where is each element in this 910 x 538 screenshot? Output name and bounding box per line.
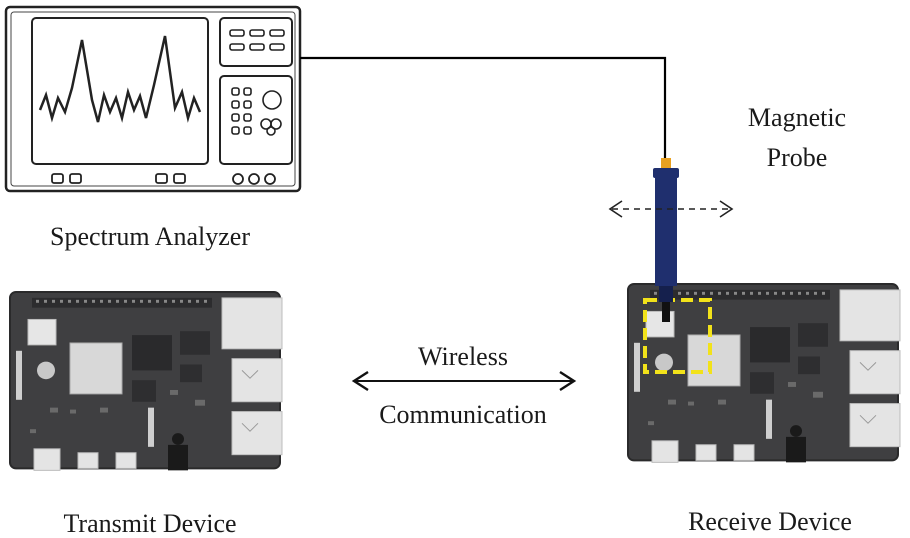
- probe-label-line2: Probe: [767, 143, 828, 172]
- transmit-board-icon: [9, 291, 283, 472]
- wireless-label-line1: Wireless: [418, 342, 508, 371]
- probe-move-arrow: [608, 200, 734, 218]
- transmit-label: Transmit Device: [63, 509, 236, 538]
- magnetic-probe-icon: [653, 158, 679, 322]
- wireless-label-line2: Communication: [379, 400, 547, 429]
- analyzer-label: Spectrum Analyzer: [50, 222, 250, 251]
- spectrum-analyzer-icon: [4, 5, 302, 193]
- receive-label: Receive Device: [688, 507, 852, 536]
- probed-region-highlight: [643, 298, 712, 374]
- wireless-arrow: [351, 370, 577, 392]
- probe-cable: [300, 56, 667, 162]
- probe-label-line1: Magnetic: [748, 103, 846, 132]
